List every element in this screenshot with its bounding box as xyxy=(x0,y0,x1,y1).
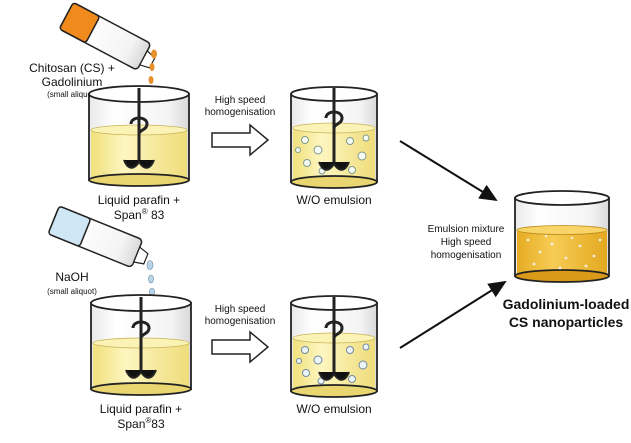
merge-label-line3: homogenisation xyxy=(431,250,502,261)
step-label-line2: homogenisation xyxy=(205,316,276,327)
reagent-label-line1: Chitosan (CS) + xyxy=(29,61,115,75)
process-arrow-icon xyxy=(211,123,270,157)
syringe-icon xyxy=(48,206,149,268)
emulsion-label: W/O emulsion xyxy=(296,193,371,207)
stirrer-icon xyxy=(318,88,350,171)
step-label-line2: homogenisation xyxy=(205,107,276,118)
reagent-note: (small aliquot) xyxy=(47,287,97,296)
product-label-line2: CS nanoparticles xyxy=(509,314,624,330)
stirrer-icon xyxy=(123,88,155,169)
step-label-line1: High speed xyxy=(215,304,266,315)
emulsion-label: W/O emulsion xyxy=(296,402,371,416)
reagent-note: (small aliquot) xyxy=(47,90,97,99)
emulsion-droplets xyxy=(296,343,370,385)
product-label-line1: Gadolinium-loaded xyxy=(503,296,630,312)
syringe-icon xyxy=(59,2,156,70)
merge-arrow-bottom xyxy=(399,280,507,349)
merge-label-line1: Emulsion mixture xyxy=(428,224,505,235)
merge-arrow-top xyxy=(399,140,498,202)
emulsion-droplets xyxy=(295,134,370,175)
nanoparticles xyxy=(526,234,602,270)
step-label-line1: High speed xyxy=(215,95,266,106)
droplets-blue xyxy=(146,260,155,297)
stirrer-icon xyxy=(125,297,157,379)
beaker-label-line2: Span®83 xyxy=(117,416,165,431)
product-beaker-icon xyxy=(514,190,610,283)
reagent-label-line1: NaOH xyxy=(55,270,88,284)
process-arrow-icon xyxy=(211,330,270,364)
beaker-label-line1: Liquid parafin + xyxy=(98,193,180,207)
droplets-orange xyxy=(148,49,157,84)
reagent-label-line2: Gadolinium xyxy=(42,75,103,89)
beaker-label-line2: Span® 83 xyxy=(114,207,165,222)
merge-label-line2: High speed xyxy=(441,237,492,248)
beaker-icon xyxy=(88,85,190,187)
stirrer-icon xyxy=(318,297,350,381)
beaker-label-line1: Liquid parafin + xyxy=(100,402,182,416)
